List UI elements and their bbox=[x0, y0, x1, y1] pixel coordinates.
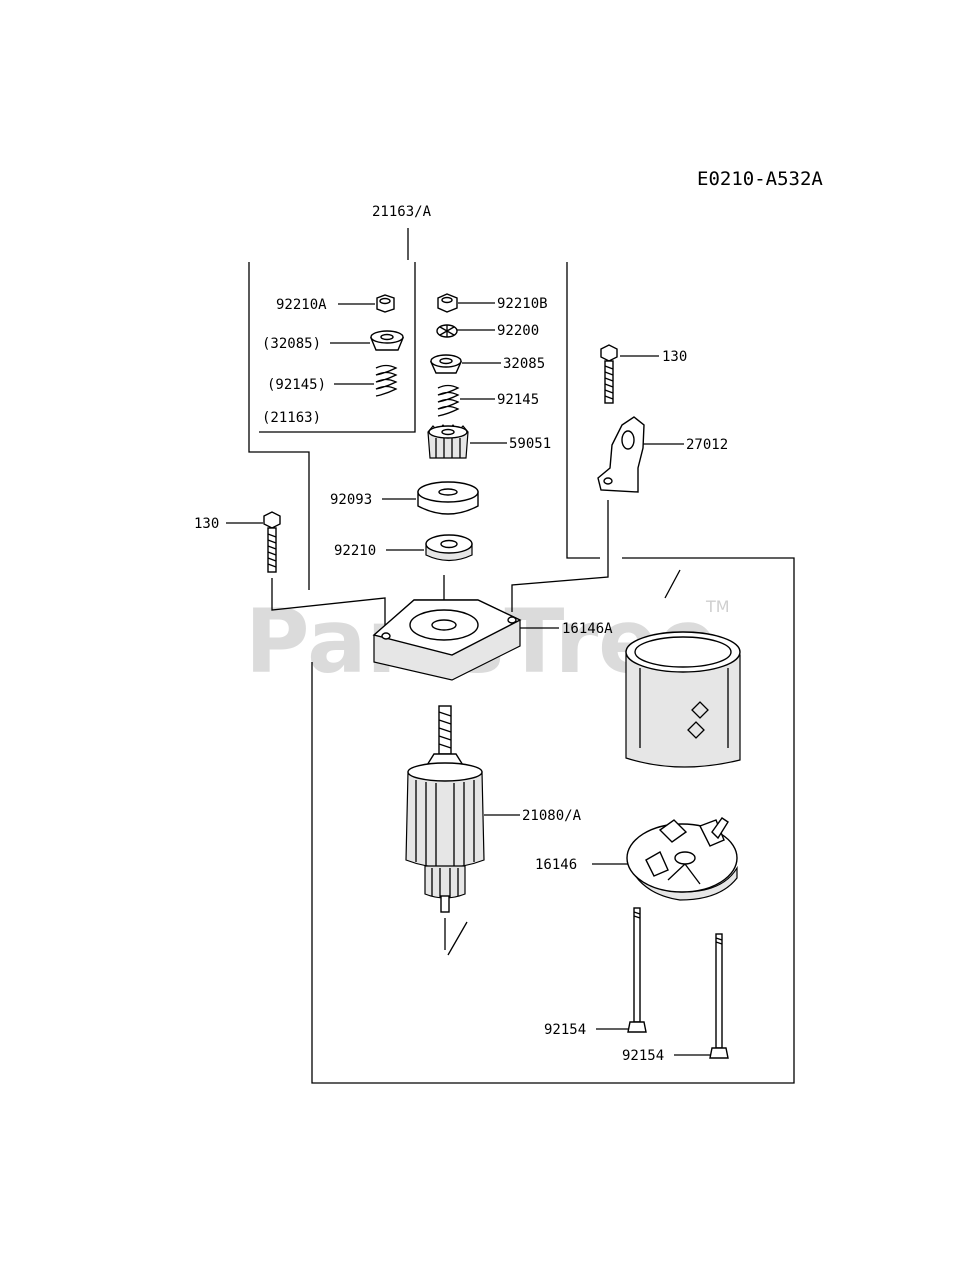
lower-assembly-box bbox=[311, 557, 795, 1084]
collar-32085-kit-icon bbox=[369, 330, 405, 351]
washer-92093-icon bbox=[417, 481, 479, 515]
label-130-right: 130 bbox=[662, 349, 687, 365]
leader-lines bbox=[226, 302, 712, 1056]
collar-32085-icon bbox=[429, 354, 463, 374]
break-mark-yoke bbox=[664, 569, 681, 599]
label-21163-paren: (21163) bbox=[262, 410, 321, 426]
bracket-27012-icon bbox=[597, 416, 645, 493]
label-16146: 16146 bbox=[535, 857, 577, 873]
nut-92210B-icon bbox=[437, 293, 458, 313]
collar-92210-icon bbox=[425, 534, 473, 562]
through-bolt-92154-b-icon bbox=[709, 933, 729, 1059]
label-92093: 92093 bbox=[330, 492, 372, 508]
label-92145: 92145 bbox=[497, 392, 539, 408]
right-upper-boundary bbox=[566, 262, 600, 559]
pinion-gear-59051-icon bbox=[427, 424, 469, 459]
label-130-left: 130 bbox=[194, 516, 219, 532]
bolt-130-left-icon bbox=[263, 511, 281, 573]
kit-21163-box bbox=[259, 262, 416, 433]
label-21163A: 21163/A bbox=[372, 204, 432, 220]
armature-21080A-icon bbox=[405, 705, 485, 913]
through-bolt-92154-a-icon bbox=[627, 907, 647, 1033]
label-59051: 59051 bbox=[509, 436, 551, 452]
break-mark-armature bbox=[447, 921, 468, 956]
label-21080A: 21080/A bbox=[522, 808, 582, 824]
part-labels: 21163/A 92210A (32085) (92145) (21163) 9… bbox=[194, 204, 728, 1064]
label-27012: 27012 bbox=[686, 437, 728, 453]
yoke-housing-icon bbox=[625, 631, 741, 768]
label-92200: 92200 bbox=[497, 323, 539, 339]
label-92145-paren: (92145) bbox=[267, 377, 326, 393]
bolt-right-path bbox=[511, 500, 609, 612]
group-boundary-lines bbox=[248, 228, 795, 1084]
nut-92210A-icon bbox=[376, 294, 395, 313]
spring-92145-icon bbox=[437, 384, 460, 417]
label-32085-paren: (32085) bbox=[262, 336, 321, 352]
label-92154-b: 92154 bbox=[622, 1048, 664, 1064]
washer-92200-icon bbox=[436, 324, 458, 338]
bolt-130-right-icon bbox=[600, 344, 618, 404]
spring-92145-kit-icon bbox=[375, 364, 398, 397]
diagram-code: E0210-A532A bbox=[697, 168, 823, 190]
label-92154-a: 92154 bbox=[544, 1022, 586, 1038]
end-plate-16146A-icon bbox=[372, 599, 522, 681]
label-92210A: 92210A bbox=[276, 297, 327, 313]
label-16146A: 16146A bbox=[562, 621, 613, 637]
label-32085: 32085 bbox=[503, 356, 545, 372]
watermark-trademark: TM bbox=[705, 597, 730, 616]
label-92210: 92210 bbox=[334, 543, 376, 559]
left-kit-boundary bbox=[248, 262, 310, 590]
brush-holder-16146-icon bbox=[626, 817, 738, 901]
label-92210B: 92210B bbox=[497, 296, 548, 312]
bolt-left-path bbox=[271, 578, 386, 630]
